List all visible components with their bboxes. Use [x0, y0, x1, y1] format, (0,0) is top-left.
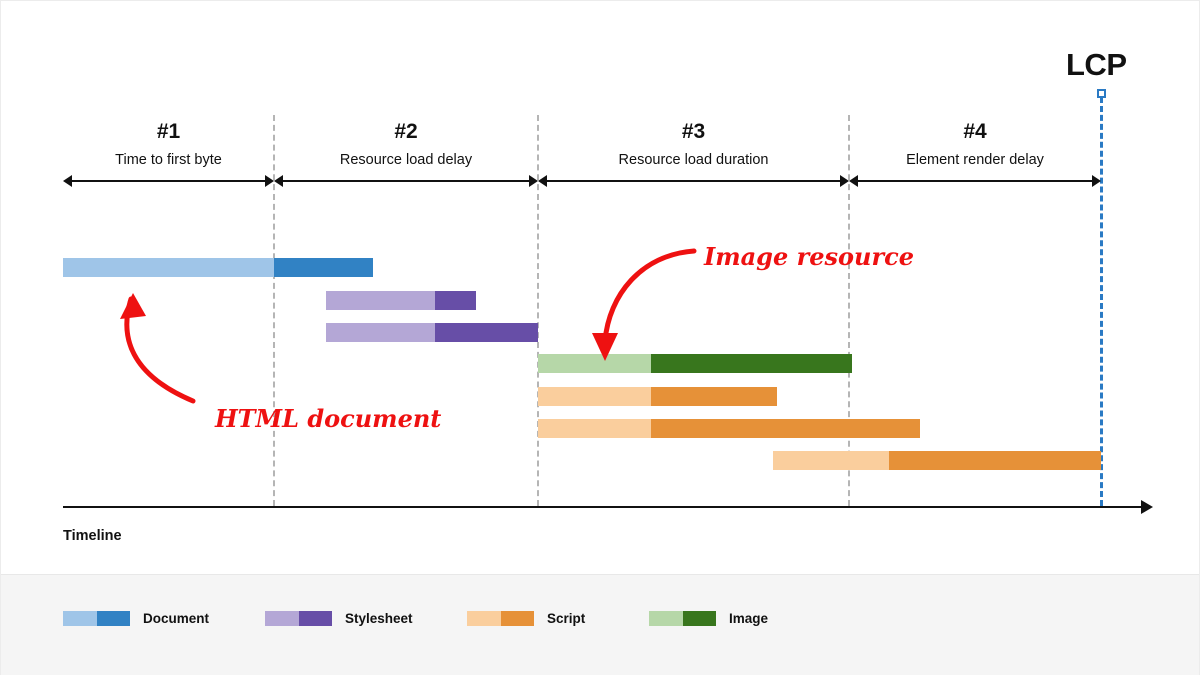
swatch-light	[649, 610, 683, 626]
bar-script-2	[538, 419, 920, 438]
phase-name-1: Time to first byte	[115, 152, 222, 168]
phase-measure-arrow-4	[849, 175, 1101, 187]
timeline-axis	[63, 506, 1141, 508]
phase-divider-2	[537, 115, 539, 506]
bar-segment-light	[326, 291, 435, 310]
swatch-dark	[682, 610, 716, 626]
bar-segment-light	[63, 258, 274, 277]
legend-swatch-stylesheet	[265, 610, 332, 626]
legend-label-stylesheet: Stylesheet	[345, 610, 413, 626]
swatch-dark	[298, 610, 332, 626]
annotation-html-document: HTML document	[215, 404, 442, 433]
arrowhead-left	[274, 175, 283, 187]
legend-item-document[interactable]: Document	[63, 610, 210, 626]
arrow-shaft	[544, 180, 843, 182]
bar-document	[63, 258, 373, 277]
arrowhead-left	[538, 175, 547, 187]
arrowhead-right	[265, 175, 274, 187]
bar-script-3	[773, 451, 1101, 470]
phase-measure-arrow-1	[63, 175, 274, 187]
annotation-image-resource: Image resource	[704, 242, 914, 271]
swatch-light	[63, 610, 97, 626]
phase-name-2: Resource load delay	[339, 152, 473, 168]
arrow-shaft	[855, 180, 1095, 182]
bar-segment-dark	[435, 323, 538, 342]
bar-segment-light	[538, 354, 651, 373]
phase-divider-1	[273, 115, 275, 506]
phase-number-1: #1	[156, 120, 181, 143]
swatch-dark	[500, 610, 534, 626]
bar-script-1	[538, 387, 777, 406]
html-document-arrow	[120, 293, 196, 404]
legend-item-image[interactable]: Image	[649, 610, 769, 626]
phase-number-2: #2	[394, 120, 418, 143]
timeline-axis-arrowhead	[1141, 500, 1153, 514]
legend-strip	[1, 574, 1199, 675]
arrowhead-left	[849, 175, 858, 187]
phase-number-4: #4	[963, 120, 987, 143]
swatch-dark	[96, 610, 130, 626]
legend-swatch-document	[63, 610, 130, 626]
legend-label-document: Document	[143, 610, 210, 626]
phase-measure-arrow-3	[538, 175, 849, 187]
bar-segment-dark	[651, 354, 852, 373]
image-resource-arrow	[592, 248, 697, 361]
legend-swatch-image	[649, 610, 716, 626]
arrow-shaft	[280, 180, 532, 182]
legend-item-script[interactable]: Script	[467, 610, 586, 626]
legend-label-script: Script	[547, 610, 586, 626]
phase-name-4: Element render delay	[906, 152, 1044, 168]
arrowhead-left	[63, 175, 72, 187]
lcp-label: LCP	[1066, 47, 1127, 82]
bar-segment-light	[326, 323, 435, 342]
bar-segment-light	[538, 419, 651, 438]
bar-segment-light	[538, 387, 651, 406]
lcp-marker-line	[1100, 97, 1103, 506]
bar-image	[538, 354, 852, 373]
bar-stylesheet-1	[326, 291, 476, 310]
swatch-light	[467, 610, 501, 626]
bar-segment-light	[773, 451, 889, 470]
phase-measure-arrow-2	[274, 175, 538, 187]
bar-segment-dark	[274, 258, 373, 277]
legend-swatch-script	[467, 610, 534, 626]
legend-item-stylesheet[interactable]: Stylesheet	[265, 610, 413, 626]
phase-number-3: #3	[681, 120, 706, 143]
phase-divider-3	[848, 115, 850, 506]
bar-segment-dark	[651, 419, 920, 438]
legend-label-image: Image	[729, 610, 769, 626]
phase-name-3: Resource load duration	[618, 152, 769, 168]
timeline-axis-label: Timeline	[63, 528, 122, 544]
arrowhead-right	[840, 175, 849, 187]
bar-stylesheet-2	[326, 323, 538, 342]
arrowhead-right	[529, 175, 538, 187]
bar-segment-dark	[651, 387, 777, 406]
arrowhead-right	[1092, 175, 1101, 187]
bar-segment-dark	[435, 291, 476, 310]
arrow-shaft	[69, 180, 268, 182]
bar-segment-dark	[889, 451, 1101, 470]
swatch-light	[265, 610, 299, 626]
